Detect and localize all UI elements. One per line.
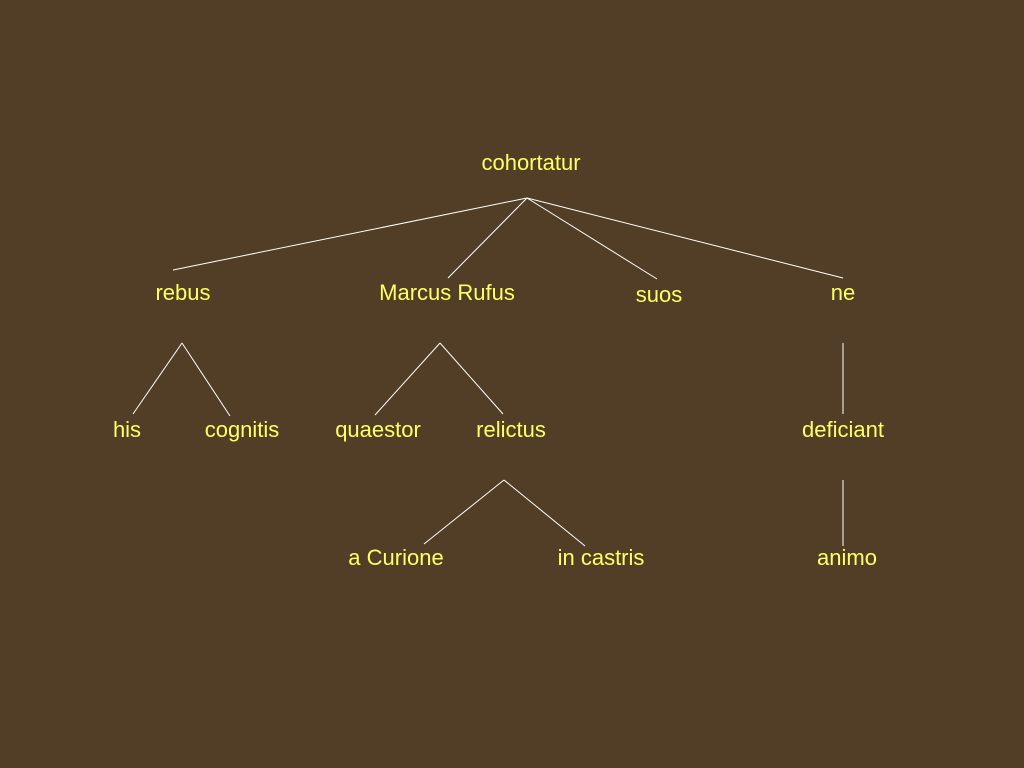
edge-rebus-to-cognitis [181,342,231,417]
node-in-castris: in castris [557,545,645,570]
edge-rebus-to-his [132,342,183,415]
node-deficiant: deficiant [802,417,884,442]
node-suos: suos [635,282,683,307]
node-a-curione: a Curione [348,545,444,570]
node-marcus-rufus: Marcus Rufus [379,280,515,305]
node-rebus: rebus [155,280,211,305]
node-cognitis: cognitis [204,417,280,442]
edge-marcus-rufus-to-relictus [439,342,504,415]
node-animo: animo [817,545,877,570]
edge-relictus-to-in-castris [503,479,586,547]
edge-cohortatur-to-ne [526,197,844,279]
edge-marcus-rufus-to-quaestor [374,342,441,416]
node-his: his [112,417,142,442]
edge-cohortatur-to-suos [526,197,658,280]
node-relictus: relictus [476,417,546,442]
node-quaestor: quaestor [335,417,421,442]
edge-relictus-to-a-curione [423,479,505,545]
node-ne: ne [830,280,856,305]
edge-cohortatur-to-rebus [172,197,528,271]
edge-cohortatur-to-marcus-rufus [447,197,528,279]
node-cohortatur: cohortatur [481,150,581,175]
